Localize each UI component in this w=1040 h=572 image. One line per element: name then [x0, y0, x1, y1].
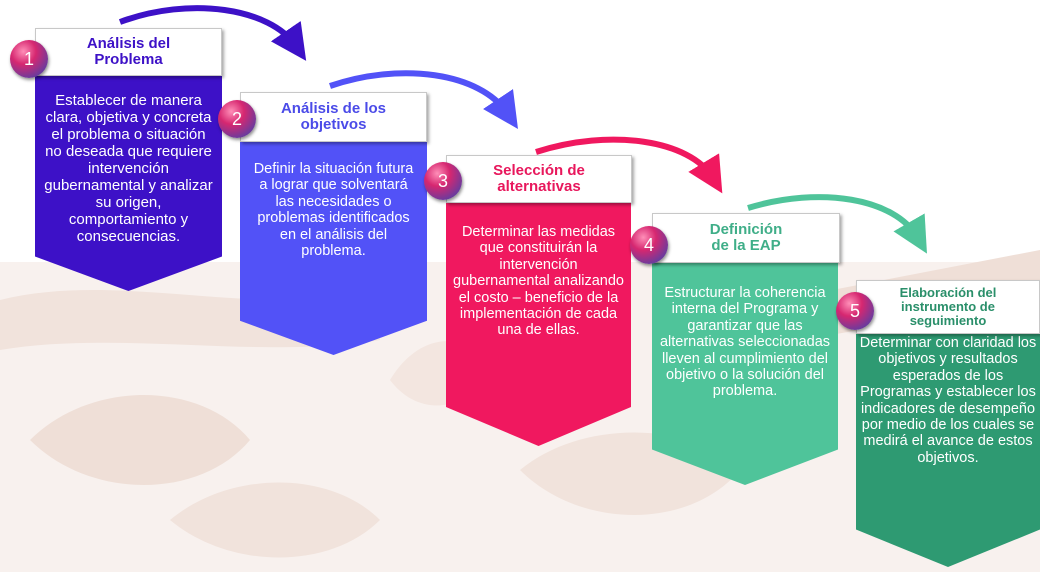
step-5-title: Elaboración del instrumento de seguimien… [899, 284, 997, 329]
step-1-title: Análisis del Problema [86, 34, 171, 68]
step-3-description: Determinar las medidas que constituirán … [453, 224, 624, 339]
step-4-description: Estructurar la coherencia interna del Pr… [659, 285, 831, 400]
step-3-title: Selección de alternativas [493, 161, 585, 195]
step-2-body: Definir la situación futura a lograr que… [240, 141, 427, 355]
step-1-number: 1 [23, 48, 34, 69]
step-3-title-box: Selección de alternativas [446, 155, 632, 203]
step-5-title-box: Elaboración del instrumento de seguimien… [856, 280, 1040, 334]
step-2-number-badge: 2 [218, 100, 256, 138]
step-1-body: Establecer de manera clara, objetiva y c… [35, 75, 222, 291]
step-2-title: Análisis de los objetivos [280, 99, 387, 133]
step-5-description: Determinar con claridad los objetivos y … [859, 335, 1037, 466]
step-3-number-badge: 3 [424, 162, 462, 200]
step-2-title-box: Análisis de los objetivos [240, 92, 427, 142]
step-1-number-badge: 1 [10, 40, 48, 78]
step-5-number-badge: 5 [836, 292, 874, 330]
step-4-title: Definición de la EAP [709, 220, 783, 254]
step-4-number: 4 [643, 234, 654, 255]
step-4-body: Estructurar la coherencia interna del Pr… [652, 263, 838, 485]
step-2-description: Definir la situación futura a lograr que… [253, 161, 414, 259]
step-5-number: 5 [849, 300, 860, 321]
step-3-number: 3 [437, 170, 448, 191]
step-4-title-box: Definición de la EAP [652, 213, 840, 263]
step-1-description: Establecer de manera clara, objetiva y c… [44, 92, 213, 245]
step-1-title-box: Análisis del Problema [35, 28, 222, 76]
step-4-number-badge: 4 [630, 226, 668, 264]
step-3-body: Determinar las medidas que constituirán … [446, 202, 631, 446]
step-2-number: 2 [231, 108, 242, 129]
step-5-body: Determinar con claridad los objetivos y … [856, 333, 1040, 567]
